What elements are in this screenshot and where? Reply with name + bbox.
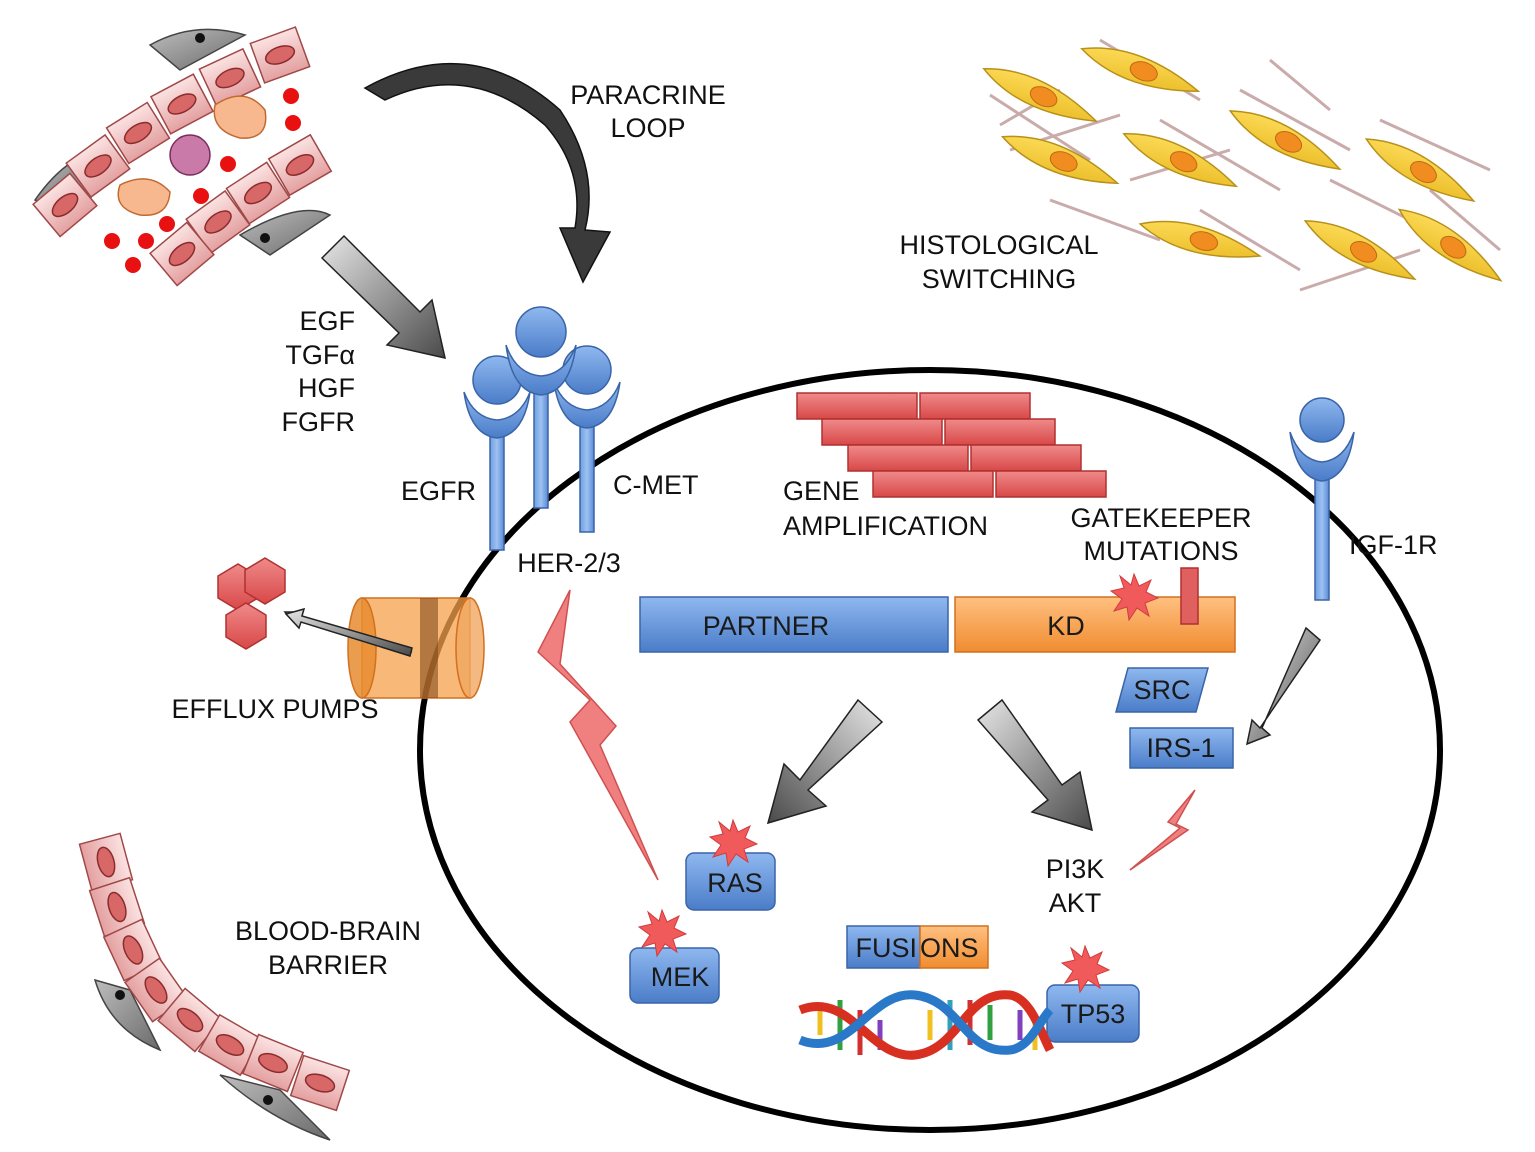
pericyte-shape	[238, 209, 332, 256]
gene-amplification-label-line1: GENE	[783, 476, 860, 506]
histological-switching-label-line2: SWITCHING	[922, 264, 1077, 294]
irs1-label: IRS-1	[1146, 733, 1215, 763]
partner-domain	[639, 596, 949, 653]
tp53-label: TP53	[1061, 999, 1126, 1029]
blood-brain-barrier-label-line1: BLOOD-BRAIN	[235, 916, 421, 946]
macrophage-shape	[117, 178, 171, 217]
paracrine-loop-label-line1: PARACRINE	[570, 80, 726, 110]
kd-label: KD	[1047, 611, 1085, 641]
partner-label: PARTNER	[703, 611, 830, 641]
igf1r-label: IGF-1R	[1349, 530, 1438, 560]
cmet-label: C-MET	[613, 470, 698, 500]
her-receptor	[505, 306, 577, 509]
gatekeeper-mutations-label-line2: MUTATIONS	[1084, 536, 1239, 566]
irs1-box	[1129, 727, 1234, 769]
fibroblast-field	[977, 35, 1509, 292]
gatekeeper-mutations-label-line1: GATEKEEPER	[1070, 503, 1251, 533]
histological-switching-label-line1: HISTOLOGICAL	[899, 230, 1098, 260]
gene-amplification-label-line2: AMPLIFICATION	[783, 511, 988, 541]
fusions-partner-part	[846, 925, 921, 969]
drug-hexagons	[217, 557, 286, 650]
blood-brain-barrier-vessel	[78, 832, 351, 1141]
ligand-label-hgf: HGF	[298, 373, 355, 403]
macrophage-shape	[213, 95, 267, 139]
platelet-cluster	[169, 134, 211, 176]
arrow-to-ras	[766, 698, 884, 825]
pericyte-nucleus	[260, 233, 270, 243]
blood-vessel-top-left	[32, 26, 333, 287]
paracrine-loop-arrow	[363, 62, 612, 284]
src-box	[1115, 667, 1209, 713]
pericyte-shape	[219, 1074, 331, 1141]
pericyte-shape	[93, 978, 162, 1052]
mek-label: MEK	[651, 962, 710, 992]
efflux-pump	[347, 597, 485, 699]
akt-label: AKT	[1049, 888, 1102, 918]
tumor-cell-outline	[417, 367, 1443, 1133]
ligand-arrow	[320, 234, 446, 359]
arrow-to-pi3k	[976, 698, 1093, 832]
pericyte-nucleus	[115, 990, 125, 1000]
fusions-kinase-part	[919, 925, 989, 969]
pi3k-label: PI3K	[1046, 854, 1105, 884]
arrow-igf1r-to-irs1	[1245, 626, 1321, 746]
her23-label: HER-2/3	[517, 548, 621, 578]
egfr-label: EGFR	[401, 476, 476, 506]
cmet-receptor	[553, 345, 621, 533]
ligand-label-tgfa: TGFα	[285, 340, 355, 370]
paracrine-loop-label-line2: LOOP	[610, 113, 685, 143]
blood-brain-barrier-label-line2: BARRIER	[268, 950, 388, 980]
ligand-label-egf: EGF	[299, 306, 355, 336]
pericyte-nucleus	[263, 1095, 273, 1105]
ras-label: RAS	[707, 868, 763, 898]
fusions-label-part1: FUSI	[855, 933, 917, 963]
gene-amplification-bricks	[796, 392, 1107, 498]
efflux-pumps-label: EFFLUX PUMPS	[171, 694, 378, 724]
gatekeeper-mutation-mark	[1180, 567, 1199, 625]
egfr-receptor	[463, 355, 531, 551]
dna-helix-icon	[798, 990, 1055, 1060]
pericyte-shape	[148, 28, 247, 71]
lightning-bolt-pi3k	[1129, 789, 1196, 871]
red-blood-cells	[104, 88, 301, 273]
lightning-bolt-ras-mek	[537, 589, 659, 881]
efflux-arrow-body	[284, 607, 413, 657]
igf1r-receptor	[1289, 397, 1355, 601]
src-label: SRC	[1133, 675, 1190, 705]
fusions-label-part2: ONS	[920, 933, 979, 963]
ligand-label-fgfr: FGFR	[282, 407, 356, 437]
pericyte-nucleus	[195, 33, 205, 43]
